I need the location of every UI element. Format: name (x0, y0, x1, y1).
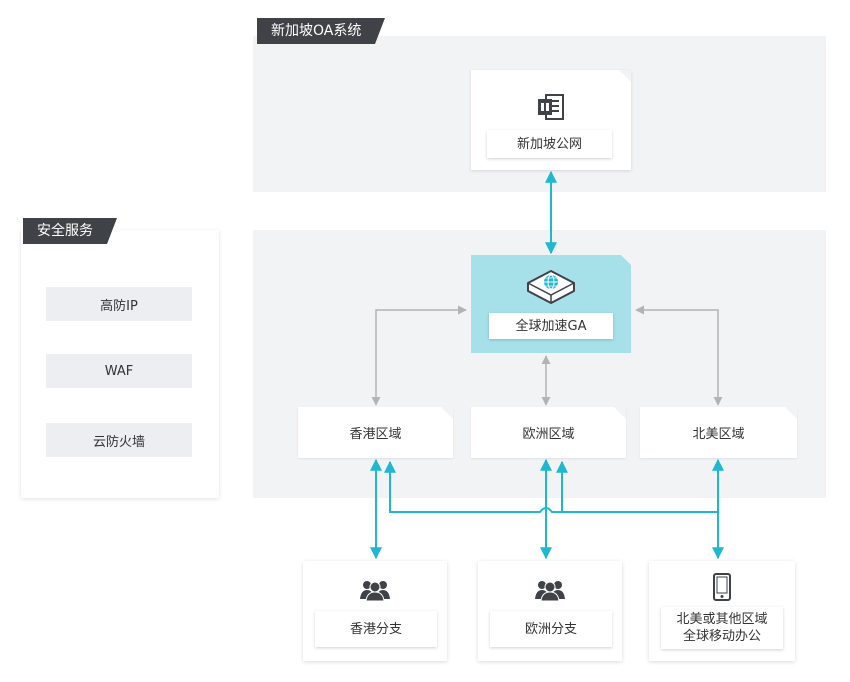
region-north-america[interactable]: 北美区域 (640, 407, 797, 458)
ga-hk-link (371, 305, 467, 406)
security-services-title: 安全服务 (23, 218, 117, 244)
branch-europe-label: 欧洲分支 (490, 611, 612, 647)
users-icon (360, 581, 390, 601)
branch-global-mobile-label: 北美或其他区域 全球移动办公 (661, 607, 783, 649)
singapore-public-network-card[interactable]: 新加坡公网 (471, 70, 631, 170)
mobile-phone-icon (713, 573, 731, 601)
security-item-waf[interactable]: WAF (46, 354, 192, 388)
branch-global-mobile-line2: 全球移动办公 (682, 629, 761, 644)
global-accelerator-node[interactable]: 全球加速GA (471, 255, 631, 353)
security-item-anti-ddos[interactable]: 高防IP (46, 287, 192, 321)
globe-cube-icon (527, 270, 575, 304)
branch-hongkong-label: 香港分支 (315, 611, 437, 647)
ga-na-link (635, 305, 723, 406)
region-hongkong[interactable]: 香港区域 (298, 407, 453, 458)
branch-hongkong-card[interactable]: 香港分支 (303, 561, 447, 661)
branch-global-mobile-line1: 北美或其他区域 (676, 612, 768, 627)
security-item-cloud-firewall[interactable]: 云防火墙 (46, 423, 192, 457)
singapore-public-network-label: 新加坡公网 (487, 130, 612, 158)
users-icon (535, 581, 565, 601)
cross-link-bus (384, 460, 718, 513)
branch-global-mobile-card[interactable]: 北美或其他区域 全球移动办公 (649, 561, 795, 661)
office-building-icon (538, 94, 564, 120)
branch-europe-card[interactable]: 欧洲分支 (478, 561, 622, 661)
oa-system-title: 新加坡OA系统 (257, 18, 386, 44)
global-accelerator-label: 全球加速GA (489, 313, 613, 339)
region-europe[interactable]: 欧洲区域 (471, 407, 626, 458)
